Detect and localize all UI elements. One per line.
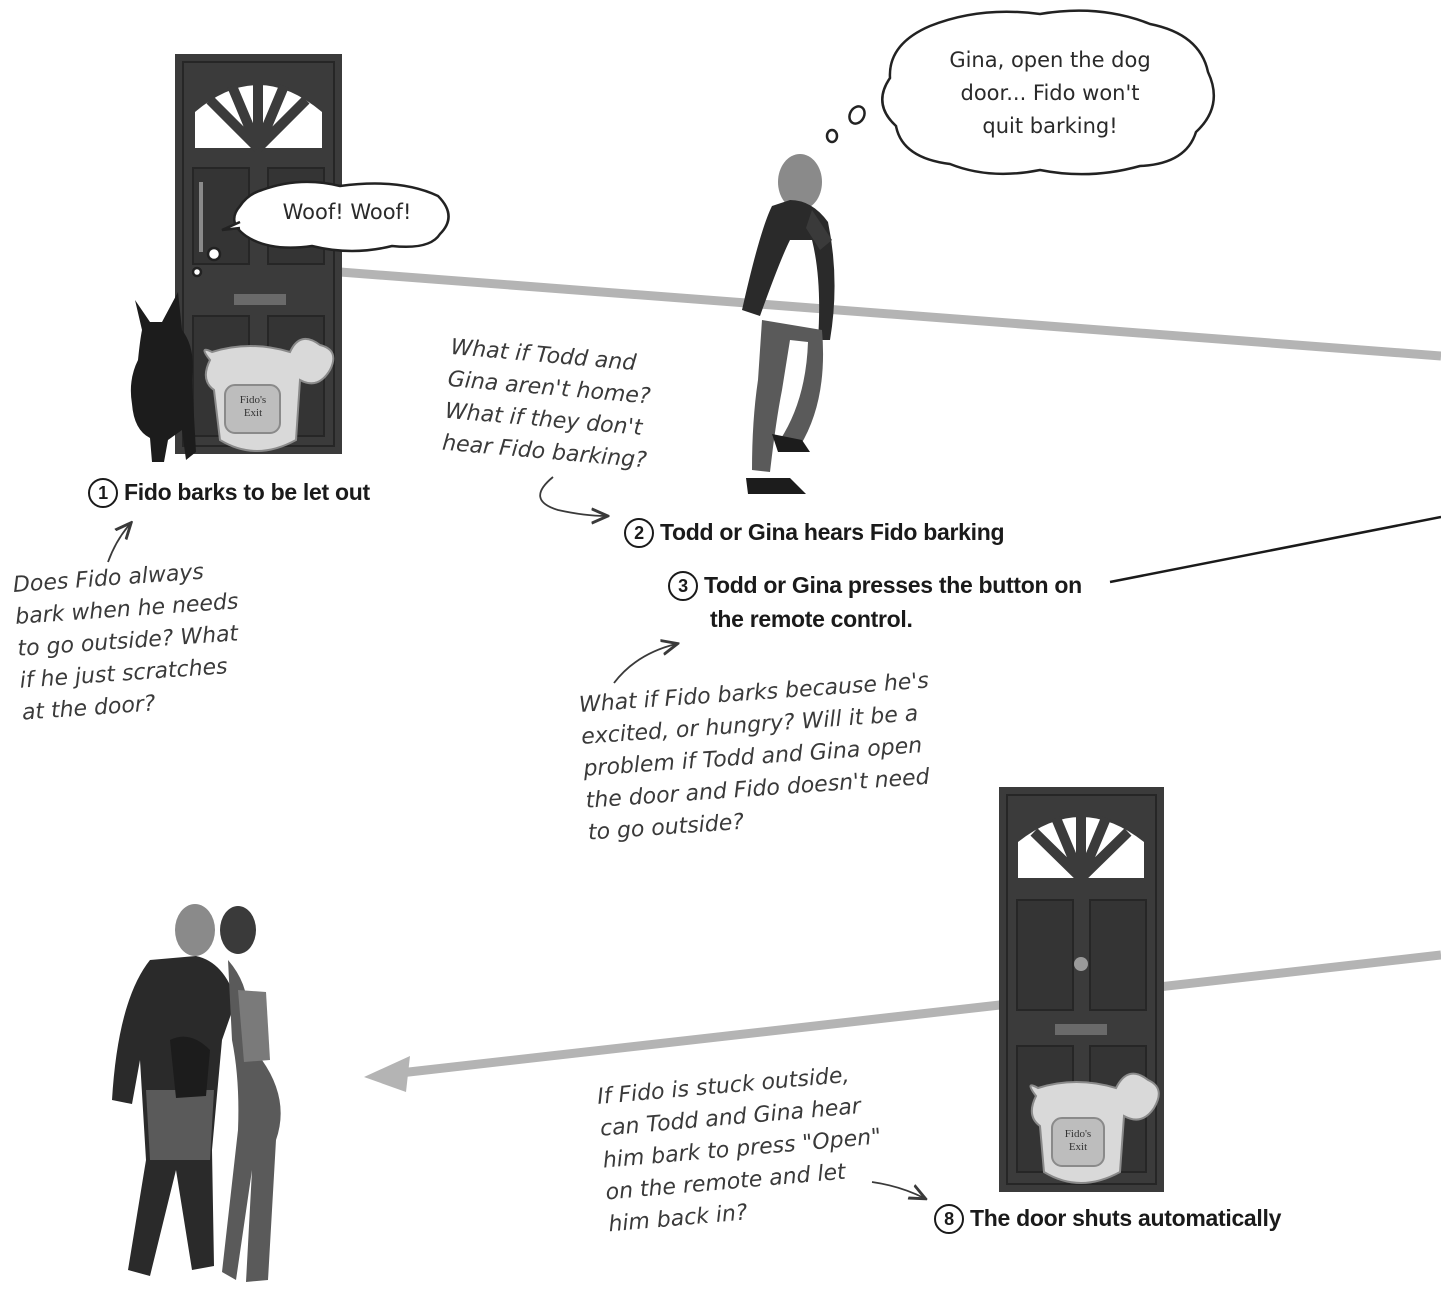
fidos-exit-sign-top: Fido's Exit <box>226 394 280 420</box>
thought-line: Gina, open the dog <box>905 44 1195 77</box>
sign-line: Exit <box>1052 1141 1104 1154</box>
step-number: 8 <box>934 1204 964 1234</box>
step-label: the remote control. <box>710 606 913 632</box>
flow-line-remote <box>1110 517 1441 582</box>
sign-line: Fido's <box>226 394 280 407</box>
sign-line: Exit <box>226 407 280 420</box>
note-does-fido-bark: Does Fido always bark when he needs to g… <box>12 554 246 729</box>
step-number: 3 <box>668 571 698 601</box>
step-label: The door shuts automatically <box>970 1205 1281 1231</box>
woof-text-line: Woof! Woof! <box>262 200 432 224</box>
thought-line: door... Fido won't <box>905 77 1195 110</box>
step-label: Todd or Gina hears Fido barking <box>660 519 1004 545</box>
flow-arrowhead <box>364 1056 410 1092</box>
thought-line: quit barking! <box>905 110 1195 143</box>
flow-line-bottom <box>400 955 1441 1073</box>
note-not-home: What if Todd and Gina aren't home? What … <box>441 332 657 477</box>
note-arrow-bark <box>108 524 130 562</box>
step-number: 1 <box>88 478 118 508</box>
todd-walking <box>742 154 835 494</box>
note-stuck-outside: If Fido is stuck outside, can Todd and G… <box>596 1058 888 1242</box>
step-label: Fido barks to be let out <box>124 479 370 505</box>
note-arrow-excited <box>614 644 676 683</box>
fidos-exit-sign-bottom: Fido's Exit <box>1052 1128 1104 1154</box>
woof-text: Woof! Woof! <box>262 200 432 224</box>
note-excited-hungry: What if Fido barks because he's excited,… <box>578 666 939 850</box>
thought-text: Gina, open the dog door... Fido won't qu… <box>905 44 1195 143</box>
note-arrow-home <box>540 477 606 516</box>
todd-and-gina <box>112 904 281 1282</box>
step-label: Todd or Gina presses the button on <box>704 572 1082 598</box>
step-number: 2 <box>624 518 654 548</box>
sign-line: Fido's <box>1052 1128 1104 1141</box>
